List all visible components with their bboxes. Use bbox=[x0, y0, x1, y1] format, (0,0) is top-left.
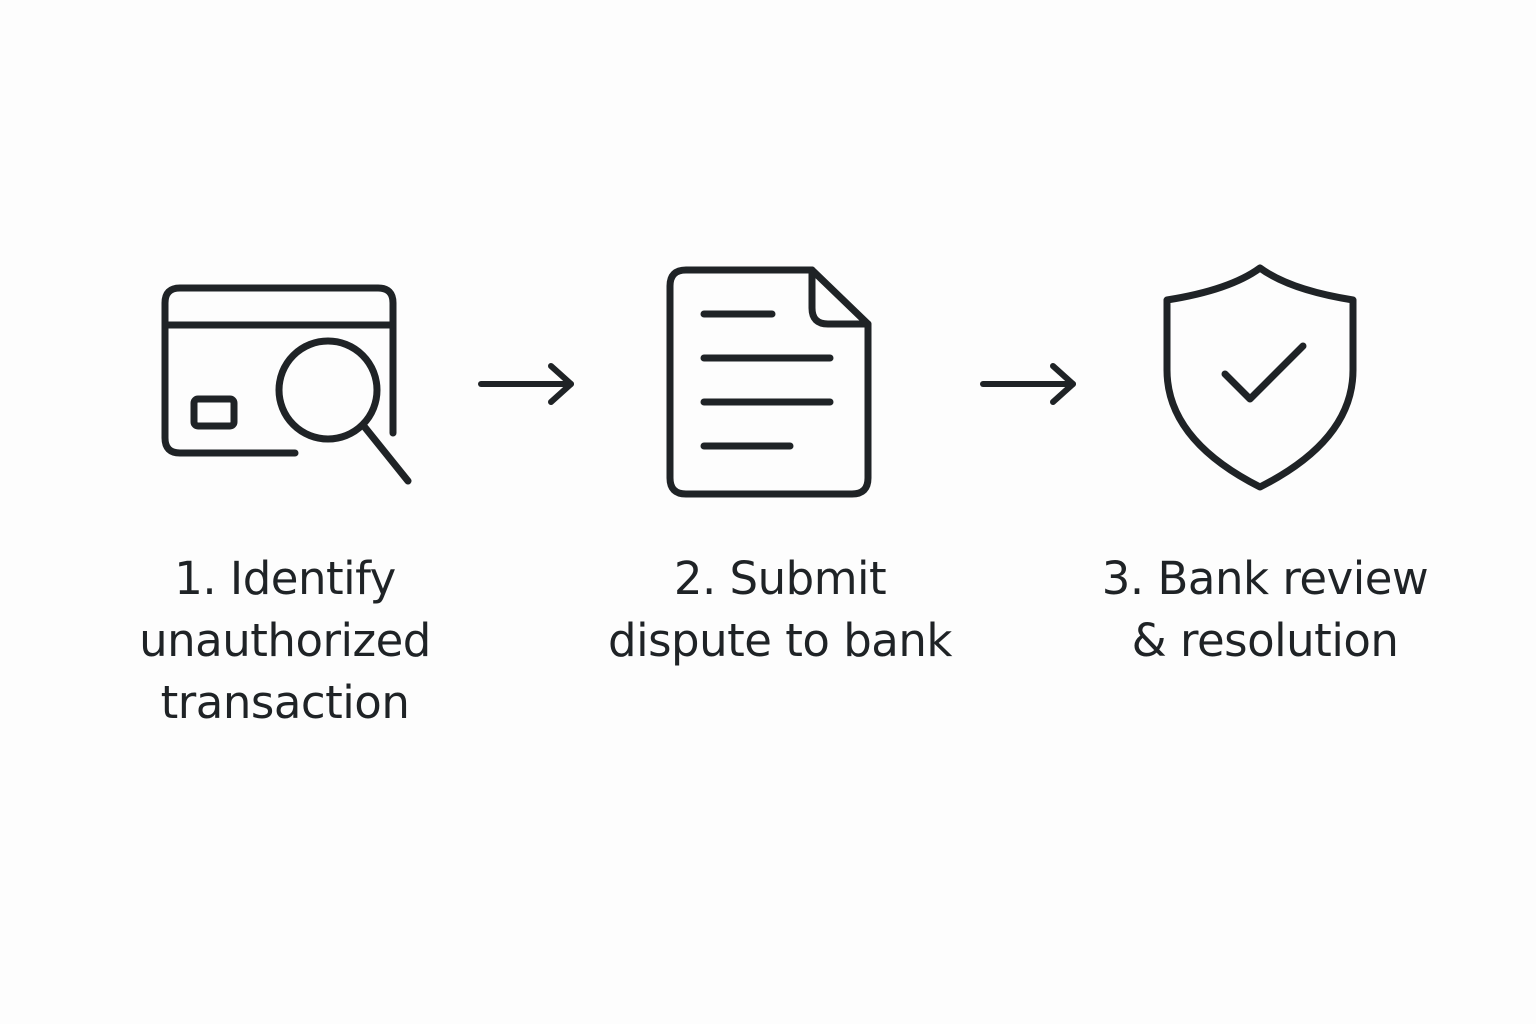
credit-card-search-icon bbox=[161, 284, 412, 485]
step-1-label: 1. Identify unauthorized transaction bbox=[100, 548, 470, 734]
arrow-right-icon bbox=[980, 363, 1076, 405]
step-1-label-line-2: unauthorized bbox=[139, 614, 431, 667]
step-2-label-line-2: dispute to bank bbox=[608, 614, 952, 667]
arrow-right-icon bbox=[478, 363, 574, 405]
step-1-label-line-3: transaction bbox=[160, 676, 410, 729]
step-3-label: 3. Bank review & resolution bbox=[1060, 548, 1470, 672]
document-icon bbox=[666, 266, 872, 498]
step-1-label-line-1: 1. Identify bbox=[174, 552, 396, 605]
step-3-label-line-2: & resolution bbox=[1131, 614, 1399, 667]
step-3-label-line-1: 3. Bank review bbox=[1101, 552, 1429, 605]
step-2-label: 2. Submit dispute to bank bbox=[570, 548, 990, 672]
step-2-label-line-1: 2. Submit bbox=[673, 552, 887, 605]
shield-check-icon bbox=[1163, 264, 1357, 491]
